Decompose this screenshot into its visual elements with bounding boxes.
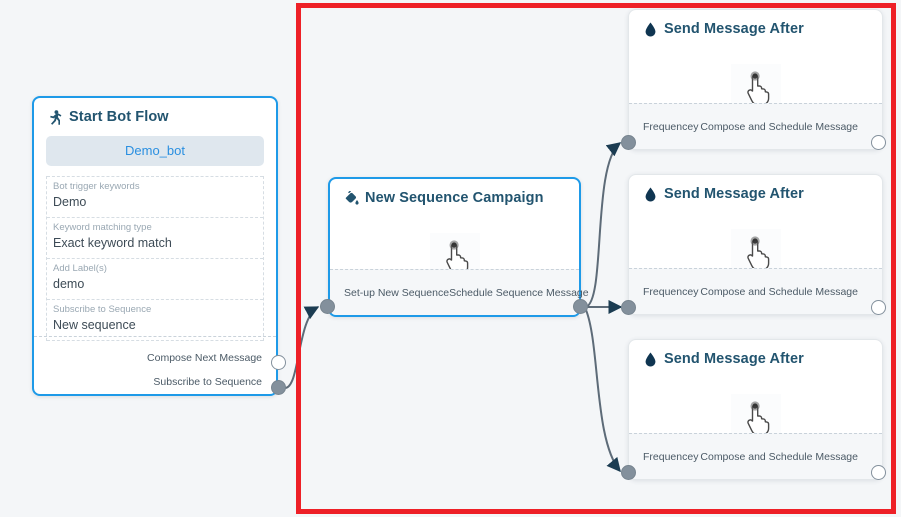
port-label-setup-new-sequence: Set-up New Sequence [344, 286, 450, 299]
start-bot-flow-port-list: Compose Next Message Subscribe to Sequen… [34, 346, 276, 394]
field-row[interactable]: Add Label(s) demo [47, 259, 263, 300]
field-row[interactable]: Subscribe to Sequence New sequence [47, 300, 263, 341]
card-title-row: Send Message After [629, 340, 882, 367]
port-label-frequencey: Frequencey [643, 285, 699, 298]
node-divider [34, 336, 276, 337]
edge-subscribe-to-setup [284, 306, 320, 389]
node-send-message-after-3[interactable]: Send Message After Frequencey Compose an… [628, 339, 883, 480]
field-row[interactable]: Keyword matching type Exact keyword matc… [47, 218, 263, 259]
port-label: Compose Next Message [147, 352, 262, 364]
bot-name-pill[interactable]: Demo_bot [46, 136, 264, 166]
port-label-compose-and-schedule-message: Compose and Schedule Message [700, 450, 858, 463]
port-schedule-sequence-message[interactable] [573, 299, 588, 314]
field-label: Bot trigger keywords [53, 181, 140, 192]
node-new-sequence-campaign[interactable]: New Sequence Campaign Set-up New Sequenc… [328, 177, 589, 317]
water-drop-icon [643, 21, 658, 37]
edge-sequence-to-card-3 [585, 309, 621, 473]
water-drop-icon [643, 186, 658, 202]
port-compose-next-message[interactable] [271, 355, 286, 370]
port-compose-and-schedule-message-1[interactable] [871, 135, 886, 150]
port-label-frequencey: Frequencey [643, 450, 699, 463]
port-label: Subscribe to Sequence [153, 376, 262, 388]
start-bot-flow-title-row: Start Bot Flow [34, 98, 276, 125]
field-value: Demo [53, 195, 87, 209]
paint-bucket-icon [344, 190, 359, 206]
field-value: New sequence [53, 318, 136, 332]
edge-sequence-to-card-1 [585, 142, 622, 308]
node-start-bot-flow[interactable]: Start Bot Flow Demo_bot Bot trigger keyw… [32, 96, 278, 396]
field-value: Exact keyword match [53, 236, 172, 250]
card-title-row: Send Message After [629, 10, 882, 37]
port-frequencey-2[interactable] [621, 300, 636, 315]
bot-settings-list: Bot trigger keywords Demo Keyword matchi… [46, 176, 264, 341]
port-compose-and-schedule-message-3[interactable] [871, 465, 886, 480]
port-subscribe-to-sequence[interactable] [271, 380, 286, 395]
card-title: Send Message After [664, 21, 804, 37]
card-footer: Frequencey Compose and Schedule Message [629, 103, 882, 149]
field-value: demo [53, 277, 85, 291]
running-person-icon [48, 109, 63, 125]
port-label-compose-and-schedule-message: Compose and Schedule Message [700, 120, 858, 133]
water-drop-icon [643, 351, 658, 367]
card-title: Send Message After [664, 186, 804, 202]
port-row-subscribe-to-sequence[interactable]: Subscribe to Sequence [34, 370, 276, 394]
field-label: Keyword matching type [53, 222, 152, 233]
sequence-title-row: New Sequence Campaign [330, 179, 579, 206]
card-title: Send Message After [664, 351, 804, 367]
node-send-message-after-1[interactable]: Send Message After Frequencey Compose an… [628, 9, 883, 150]
sequence-footer: Set-up New Sequence Schedule Sequence Me… [330, 269, 589, 315]
field-label: Add Label(s) [53, 263, 107, 274]
node-send-message-after-2[interactable]: Send Message After Frequencey Compose an… [628, 174, 883, 315]
field-label: Subscribe to Sequence [53, 304, 152, 315]
port-compose-and-schedule-message-2[interactable] [871, 300, 886, 315]
port-setup-new-sequence[interactable] [320, 299, 335, 314]
port-row-compose-next-message[interactable]: Compose Next Message [34, 346, 276, 370]
port-label-frequencey: Frequencey [643, 120, 699, 133]
port-label-compose-and-schedule-message: Compose and Schedule Message [700, 285, 858, 298]
card-footer: Frequencey Compose and Schedule Message [629, 268, 882, 314]
sequence-title: New Sequence Campaign [365, 190, 544, 206]
field-row[interactable]: Bot trigger keywords Demo [47, 176, 263, 218]
port-frequencey-1[interactable] [621, 135, 636, 150]
port-frequencey-3[interactable] [621, 465, 636, 480]
port-label-schedule-sequence-message: Schedule Sequence Message [449, 286, 589, 299]
card-footer: Frequencey Compose and Schedule Message [629, 433, 882, 479]
start-bot-flow-title: Start Bot Flow [69, 109, 169, 125]
card-title-row: Send Message After [629, 175, 882, 202]
